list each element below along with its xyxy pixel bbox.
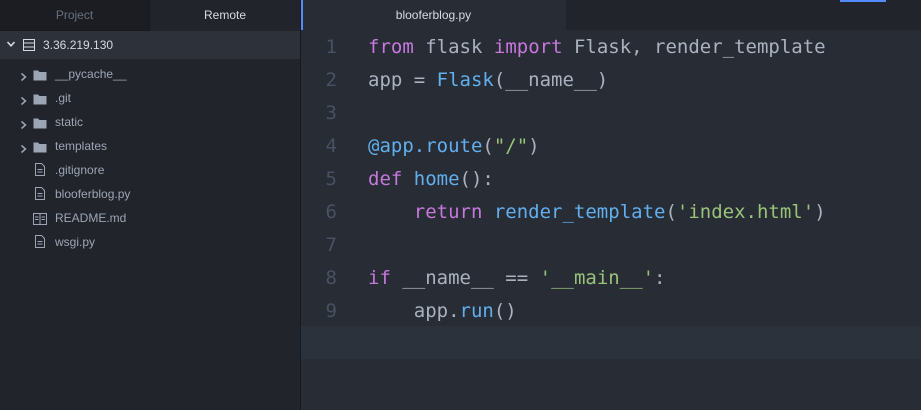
tree-item-label: .gitignore [55, 163, 105, 177]
line-number: 5 [325, 168, 337, 190]
folder-icon [33, 92, 47, 110]
code-keyword: if [368, 267, 391, 289]
code-line[interactable]: from flask import Flask, render_template [368, 31, 826, 64]
tree-item-label: .git [55, 91, 72, 105]
code-text: ) [814, 201, 826, 223]
code-text: app = [368, 69, 437, 91]
file-icon [34, 187, 46, 205]
code-function: Flask [436, 69, 494, 91]
code-text: ) [528, 135, 540, 157]
tree-file-item[interactable]: wsgi.py [0, 230, 300, 254]
code-text: ( [665, 201, 677, 223]
code-text: : [654, 267, 666, 289]
code-line[interactable]: return render_template('index.html') [368, 196, 826, 229]
tab-remote[interactable]: Remote [150, 0, 300, 30]
folder-icon [33, 140, 47, 158]
code-function: @app.route [368, 135, 483, 157]
code-line[interactable]: app = Flask(__name__) [368, 64, 608, 97]
code-function: run [459, 300, 494, 322]
line-number: 3 [325, 102, 337, 124]
code-function: home [413, 168, 460, 190]
line-number: 7 [325, 234, 337, 256]
chevron-right-icon[interactable] [19, 117, 28, 135]
tree-file-item[interactable]: .gitignore [0, 158, 300, 182]
code-text [368, 201, 414, 223]
code-line[interactable]: @app.route("/") [368, 130, 540, 163]
book-icon [33, 212, 47, 230]
code-function: render_template [493, 201, 666, 223]
remote-sidebar: Project Remote 3.36.219.130 __pycache__.… [0, 0, 301, 410]
file-icon [34, 235, 46, 253]
folder-icon [33, 68, 47, 86]
tab-project[interactable]: Project [0, 0, 150, 30]
code-text: flask [425, 36, 483, 58]
code-text: app. [368, 300, 460, 322]
editor-tab-title: blooferblog.py [395, 8, 472, 22]
code-text: __name__ == [402, 267, 540, 289]
chevron-right-icon[interactable] [19, 69, 28, 87]
tree-root-server[interactable]: 3.36.219.130 [0, 31, 300, 59]
line-number: 2 [325, 69, 337, 91]
tab-divider [0, 30, 150, 31]
code-line[interactable]: def home(): [368, 163, 494, 196]
code-keyword: from [368, 36, 414, 58]
code-text: Flask, render_template [573, 36, 826, 58]
code-line[interactable]: if __name__ == '__main__': [368, 262, 665, 295]
tree-folder-item[interactable]: __pycache__ [0, 62, 300, 86]
line-number: 4 [325, 135, 337, 157]
tree-item-label: wsgi.py [55, 235, 96, 249]
current-line-highlight [301, 326, 921, 359]
editor-tab-bar: blooferblog.py [301, 0, 921, 30]
editor-tab[interactable]: blooferblog.py [301, 0, 566, 30]
code-text: (__name__) [493, 69, 609, 91]
chevron-right-icon[interactable] [19, 141, 28, 159]
code-string: "/" [493, 135, 529, 157]
code-text: () [493, 300, 517, 322]
tree-folder-item[interactable]: static [0, 110, 300, 134]
code-area[interactable]: from flask import Flask, render_template… [368, 30, 921, 410]
server-icon [23, 39, 35, 51]
chevron-down-icon[interactable] [6, 39, 16, 49]
folder-icon [33, 116, 47, 134]
tree-item-label: static [55, 115, 84, 129]
code-line[interactable]: app.run() [368, 295, 517, 328]
tree-file-item[interactable]: README.md [0, 206, 300, 230]
code-text: ( [482, 135, 494, 157]
tree-folder-item[interactable]: .git [0, 86, 300, 110]
line-number: 8 [325, 267, 337, 289]
tree-item-label: __pycache__ [55, 67, 127, 81]
line-number: 6 [325, 201, 337, 223]
active-tab-indicator [301, 0, 303, 30]
code-editor[interactable]: blooferblog.py 12345678910 from flask im… [301, 0, 921, 410]
server-address: 3.36.219.130 [43, 38, 114, 52]
tree-item-label: README.md [55, 211, 127, 225]
code-string: 'index.html' [676, 201, 815, 223]
code-keyword: import [493, 36, 563, 58]
code-string: '__main__' [539, 267, 655, 289]
code-keyword: return [413, 201, 483, 223]
line-number: 9 [325, 300, 337, 322]
sidebar-tabs: Project Remote [0, 0, 300, 31]
tree-item-label: blooferblog.py [55, 187, 131, 201]
chevron-right-icon[interactable] [19, 93, 28, 111]
top-accent-bar [840, 0, 886, 2]
code-keyword: def [368, 168, 403, 190]
tree-folder-item[interactable]: templates [0, 134, 300, 158]
tree-file-item[interactable]: blooferblog.py [0, 182, 300, 206]
code-text: (): [459, 168, 494, 190]
line-number: 1 [325, 36, 337, 58]
file-icon [34, 163, 46, 181]
tree-item-label: templates [55, 139, 108, 153]
